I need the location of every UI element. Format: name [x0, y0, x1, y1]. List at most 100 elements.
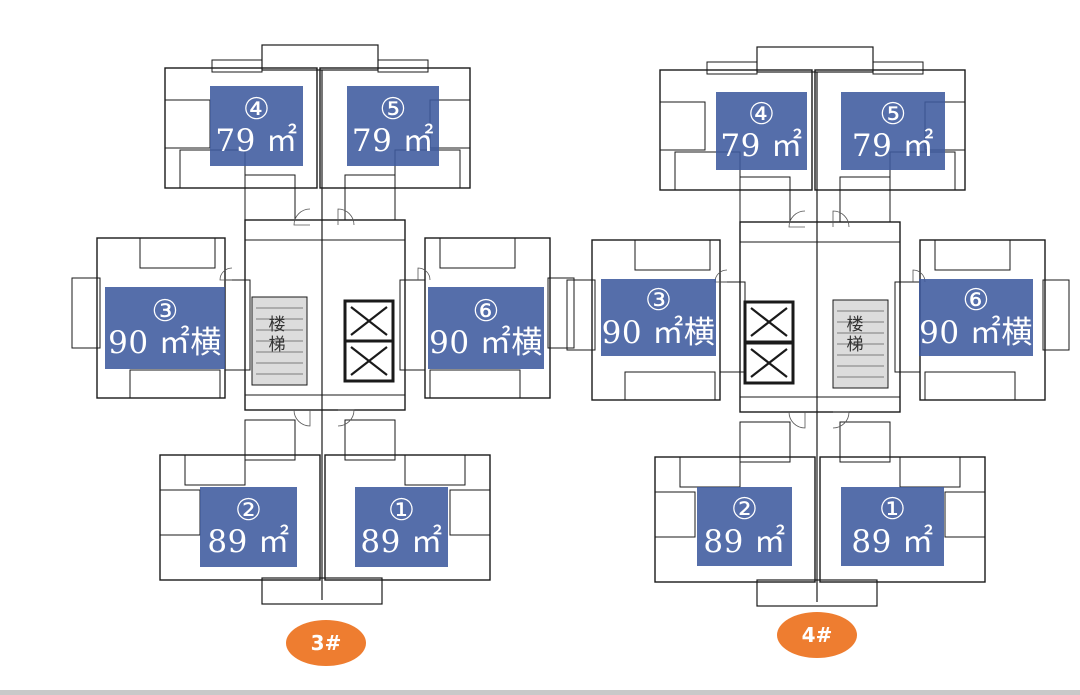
unit-number: ①: [879, 492, 906, 528]
balcony-outline: [872, 61, 924, 75]
bath-outline: [399, 279, 426, 371]
kitchen-outline: [244, 419, 296, 461]
door-swing: [832, 411, 850, 429]
unit-number: ⑤: [379, 91, 407, 127]
door-swing: [788, 210, 806, 228]
balcony-outline: [71, 277, 101, 349]
room-outline: [624, 371, 716, 401]
balcony-outline: [377, 59, 429, 73]
balcony-outline: [756, 579, 878, 607]
kitchen-outline: [244, 174, 296, 221]
stair-label: 楼梯: [846, 315, 864, 355]
unit-number: ③: [151, 293, 179, 329]
room-outline: [159, 489, 201, 536]
unit-area: 89 ㎡: [207, 524, 290, 561]
unit-number: ⑥: [962, 283, 990, 319]
room-outline: [659, 101, 706, 151]
unit-number: ②: [731, 492, 758, 528]
building-badge-4: 4#: [777, 612, 857, 658]
unit-area: 79 ㎡: [351, 123, 435, 160]
unit-area: 90 ㎡横: [601, 314, 716, 351]
unit-label-4: ④ 79 ㎡: [716, 92, 807, 170]
door-swing: [788, 411, 806, 429]
unit-number: ②: [235, 492, 262, 528]
bath-outline: [894, 281, 921, 373]
room-outline: [404, 454, 466, 486]
unit-number: ①: [388, 492, 415, 528]
unit-number: ⑥: [472, 293, 500, 329]
kitchen-outline: [739, 421, 791, 463]
door-swing: [337, 208, 355, 226]
building-badge-3: 3#: [286, 620, 366, 666]
unit-area: 79 ㎡: [215, 123, 298, 160]
kitchen-outline: [839, 421, 891, 463]
bath-outline: [719, 281, 746, 373]
kitchen-outline: [344, 419, 396, 461]
unit-number: ③: [645, 283, 672, 319]
bath-outline: [224, 279, 251, 371]
door-swing: [417, 267, 431, 281]
door-swing: [293, 208, 311, 226]
balcony-outline: [547, 277, 575, 349]
room-outline: [439, 237, 516, 269]
room-outline: [924, 371, 1016, 401]
room-outline: [679, 456, 741, 488]
room-outline: [934, 239, 1011, 271]
room-outline: [899, 456, 961, 488]
unit-label-3: ③ 90 ㎡横: [601, 279, 716, 356]
unit-label-1: ① 89 ㎡: [841, 487, 944, 566]
elevator-cross: [750, 307, 788, 337]
room-outline: [164, 99, 211, 149]
door-swing: [714, 269, 728, 283]
unit-area: 89 ㎡: [703, 523, 786, 560]
unit-label-4: ④ 79 ㎡: [210, 86, 303, 166]
room-outline: [129, 369, 221, 399]
door-swing: [337, 409, 355, 427]
balcony-outline: [261, 44, 379, 71]
room-outline: [429, 369, 521, 399]
unit-area: 89 ㎡: [360, 524, 443, 561]
kitchen-outline: [344, 174, 396, 221]
unit-area: 89 ㎡: [851, 523, 934, 560]
unit-label-1: ① 89 ㎡: [355, 487, 448, 567]
room-outline: [449, 489, 491, 536]
balcony-outline: [211, 59, 263, 73]
balcony-outline: [261, 577, 383, 605]
elevator-cross: [350, 346, 388, 376]
unit-label-5: ⑤ 79 ㎡: [347, 86, 439, 166]
balcony-outline: [1042, 279, 1070, 351]
bottom-edge-strip: [0, 690, 1080, 695]
unit-area: 90 ㎡横: [919, 314, 1033, 351]
unit-label-6: ⑥ 90 ㎡横: [919, 279, 1033, 356]
core-outline: [244, 219, 406, 411]
room-outline: [634, 239, 711, 271]
core-outline: [739, 221, 901, 413]
door-swing: [832, 210, 850, 228]
door-swing: [293, 409, 311, 427]
unit-label-5: ⑤ 79 ㎡: [841, 92, 945, 170]
kitchen-outline: [839, 176, 891, 223]
balcony-outline: [566, 279, 596, 351]
unit-area: 79 ㎡: [720, 128, 803, 165]
kitchen-outline: [739, 176, 791, 223]
balcony-outline: [756, 46, 874, 73]
unit-label-3: ③ 90 ㎡横: [105, 287, 225, 369]
unit-number: ④: [748, 96, 775, 132]
stair-label: 楼梯: [268, 315, 286, 355]
balcony-outline: [706, 61, 758, 75]
unit-number: ④: [243, 91, 270, 127]
room-outline: [674, 151, 741, 191]
room-outline: [184, 454, 246, 486]
room-outline: [654, 491, 696, 538]
door-swing: [219, 267, 233, 281]
unit-area: 79 ㎡: [851, 128, 935, 165]
room-outline: [944, 491, 986, 538]
unit-label-2: ② 89 ㎡: [200, 487, 297, 567]
unit-area: 90 ㎡横: [429, 325, 543, 362]
elevator-cross: [350, 306, 388, 336]
unit-number: ⑤: [879, 96, 907, 132]
unit-label-2: ② 89 ㎡: [697, 487, 792, 566]
unit-label-6: ⑥ 90 ㎡横: [428, 287, 544, 369]
